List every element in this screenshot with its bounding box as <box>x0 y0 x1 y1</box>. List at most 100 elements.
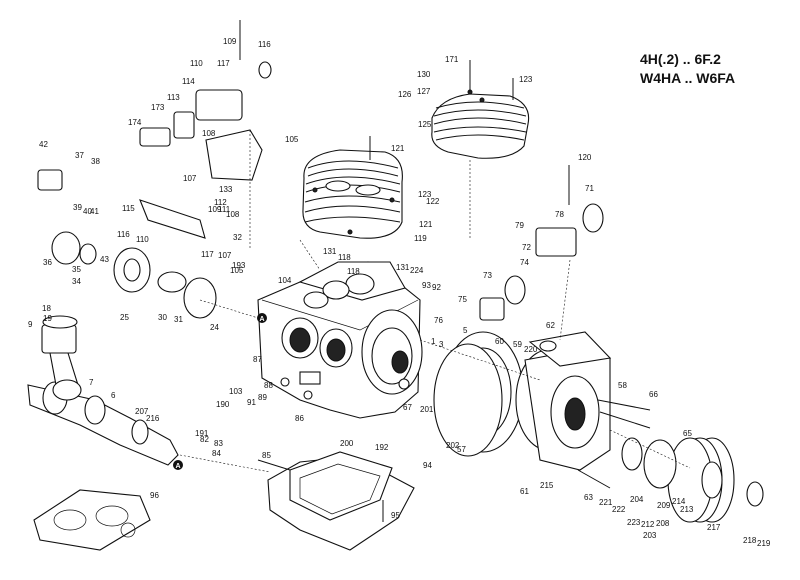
gasket-set <box>33 489 151 551</box>
part-callout-35: 35 <box>72 265 81 274</box>
part-callout-115: 115 <box>122 204 135 213</box>
section-marker-label: A <box>259 316 264 323</box>
part-callout-79: 79 <box>515 221 524 230</box>
part-callout-219: 219 <box>757 539 771 548</box>
gasket-ring <box>433 343 503 457</box>
section-marker-1: A <box>173 460 183 470</box>
part-callout-117: 117 <box>201 250 214 259</box>
part-callout-116: 116 <box>258 40 271 49</box>
cylinder-head-center <box>302 149 403 239</box>
part-callout-123: 123 <box>418 190 432 199</box>
part-callout-85: 85 <box>262 451 271 460</box>
part-callout-39: 39 <box>73 203 82 212</box>
part-callout-110: 110 <box>190 59 203 68</box>
part-callout-5: 5 <box>463 326 468 335</box>
crankcase <box>257 261 423 419</box>
part-callout-74: 74 <box>520 258 529 267</box>
flywheel <box>621 437 764 523</box>
part-callout-200: 200 <box>340 439 354 448</box>
part-callout-30: 30 <box>158 313 167 322</box>
model-range-line-2: W4HA .. W6FA <box>640 70 736 86</box>
part-callout-103: 103 <box>229 387 243 396</box>
part-callout-93: 93 <box>422 281 431 290</box>
part-callout-131: 131 <box>396 263 410 272</box>
part-callout-109: 109 <box>223 37 237 46</box>
section-marker-label: A <box>175 463 180 470</box>
part-callout-65: 65 <box>683 429 692 438</box>
part-callout-126: 126 <box>398 90 412 99</box>
part-callout-209: 209 <box>657 501 671 510</box>
part-callout-218: 218 <box>743 536 757 545</box>
part-callout-216: 216 <box>146 414 160 423</box>
part-callout-89: 89 <box>258 393 267 402</box>
bolts <box>239 20 651 522</box>
part-callout-73: 73 <box>483 271 492 280</box>
part-callout-192: 192 <box>375 443 389 452</box>
part-callout-171: 171 <box>445 55 459 64</box>
part-callout-41: 41 <box>90 207 99 216</box>
part-callout-125: 125 <box>418 120 432 129</box>
part-callout-110: 110 <box>136 235 149 244</box>
part-callout-123: 123 <box>519 75 533 84</box>
part-callout-122: 122 <box>426 197 440 206</box>
part-callout-19: 19 <box>43 314 52 323</box>
part-callout-201: 201 <box>420 405 434 414</box>
part-callout-58: 58 <box>618 381 627 390</box>
part-callout-107: 107 <box>218 251 232 260</box>
part-callout-59: 59 <box>513 340 522 349</box>
section-marker-2: A <box>257 313 267 323</box>
part-callout-118: 118 <box>338 253 351 262</box>
part-callout-104: 104 <box>278 276 292 285</box>
part-callout-130: 130 <box>417 70 431 79</box>
part-callout-173: 173 <box>151 103 165 112</box>
assembly-lines <box>179 130 691 473</box>
part-callout-212: 212 <box>641 520 655 529</box>
part-callout-223: 223 <box>627 518 641 527</box>
part-callout-222: 222 <box>612 505 626 514</box>
part-callout-76: 76 <box>434 316 443 325</box>
part-callout-105: 105 <box>285 135 299 144</box>
part-callout-114: 114 <box>182 77 195 86</box>
part-callout-107: 107 <box>183 174 197 183</box>
part-callout-61: 61 <box>520 487 529 496</box>
part-callout-190: 190 <box>216 400 230 409</box>
part-callout-67: 67 <box>403 403 412 412</box>
oil-sump <box>267 451 415 551</box>
part-callout-92: 92 <box>432 283 441 292</box>
part-callout-36: 36 <box>43 258 52 267</box>
parts-artwork <box>27 20 764 551</box>
part-callout-133: 133 <box>219 185 233 194</box>
part-callout-208: 208 <box>656 519 670 528</box>
part-callout-202: 202 <box>446 441 460 450</box>
part-callout-60: 60 <box>495 337 504 346</box>
part-callout-203: 203 <box>643 531 657 540</box>
part-callout-7: 7 <box>89 378 94 387</box>
section-marker-icon <box>257 313 267 323</box>
part-callout-34: 34 <box>72 277 81 286</box>
part-callout-57: 57 <box>457 445 466 454</box>
part-callout-9: 9 <box>28 320 33 329</box>
part-callout-214: 214 <box>672 497 686 506</box>
part-callout-6: 6 <box>111 391 116 400</box>
part-callout-83: 83 <box>214 439 223 448</box>
part-callout-112: 112 <box>214 198 227 207</box>
part-callout-18: 18 <box>42 304 51 313</box>
service-valves <box>37 61 604 352</box>
part-callout-71: 71 <box>585 184 594 193</box>
part-callout-91: 91 <box>247 398 256 407</box>
part-callout-63: 63 <box>584 493 593 502</box>
part-callout-72: 72 <box>522 243 531 252</box>
part-callout-1: 1 <box>431 337 436 346</box>
part-callout-118: 118 <box>347 267 360 276</box>
part-callout-43: 43 <box>100 255 109 264</box>
part-callout-117: 117 <box>217 59 230 68</box>
part-callout-116: 116 <box>117 230 130 239</box>
part-callout-95: 95 <box>391 511 400 520</box>
part-callout-84: 84 <box>212 449 221 458</box>
part-callout-3: 3 <box>439 340 444 349</box>
part-callout-121: 121 <box>419 220 433 229</box>
part-callout-111: 111 <box>218 205 231 214</box>
part-callout-121: 121 <box>391 144 405 153</box>
